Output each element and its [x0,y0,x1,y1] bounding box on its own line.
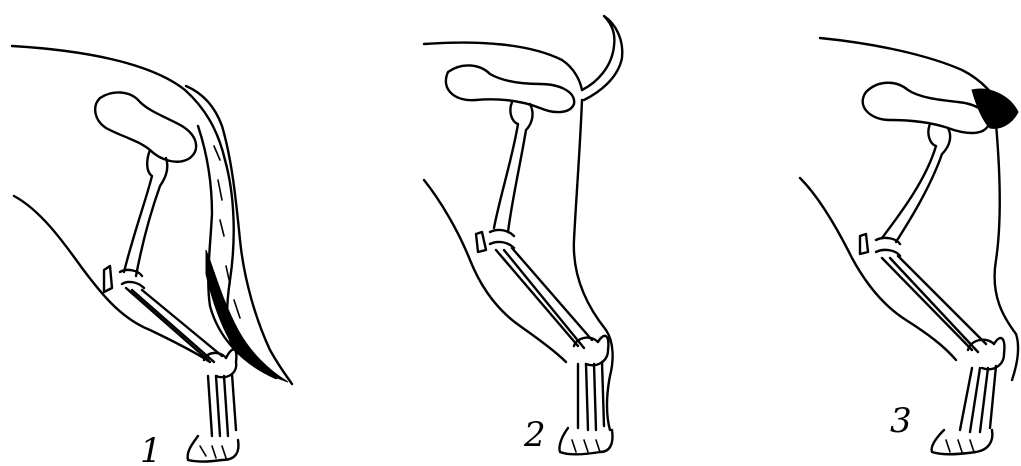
panel-1: 1 [12,46,292,466]
panel-2-back-outline [424,43,582,90]
panel-2-label: 2 [523,415,546,455]
panel-2-tibia [496,248,592,348]
panel-1-back-outline [12,46,225,160]
panel-3-patella [860,234,868,254]
panel-3-leg-outline-rear [995,124,1019,380]
panel-3-knee [876,238,900,256]
panel-2: 2 [424,16,622,455]
panel-1-femur [124,150,167,276]
panel-3-label: 3 [890,401,912,441]
panel-3-femur [882,124,950,242]
panel-3-pelvis [863,83,989,133]
panel-2-paw [559,428,612,454]
panel-3-paw-toes [946,440,974,452]
panel-3-leg-outline-front [800,178,956,360]
panel-2-leg-outline-rear [574,100,613,430]
panel-2-femur [494,102,533,232]
panel-1-label: 1 [140,431,162,466]
panel-2-knee [490,230,514,248]
panel-1-patella [104,266,112,292]
panel-1-pelvis [95,92,196,161]
panel-1-paw-toes [200,446,226,458]
panel-2-leg-outline-front [424,180,566,362]
panel-3-tibia [882,256,986,352]
panel-2-metatarsals [578,362,604,430]
panel-1-metatarsals [208,374,236,436]
panel-2-paw-toes [572,440,600,452]
panel-3-metatarsals [960,366,996,432]
panel-2-patella [476,232,486,252]
panel-3: 3 [800,38,1018,454]
panel-2-tail [582,16,622,100]
